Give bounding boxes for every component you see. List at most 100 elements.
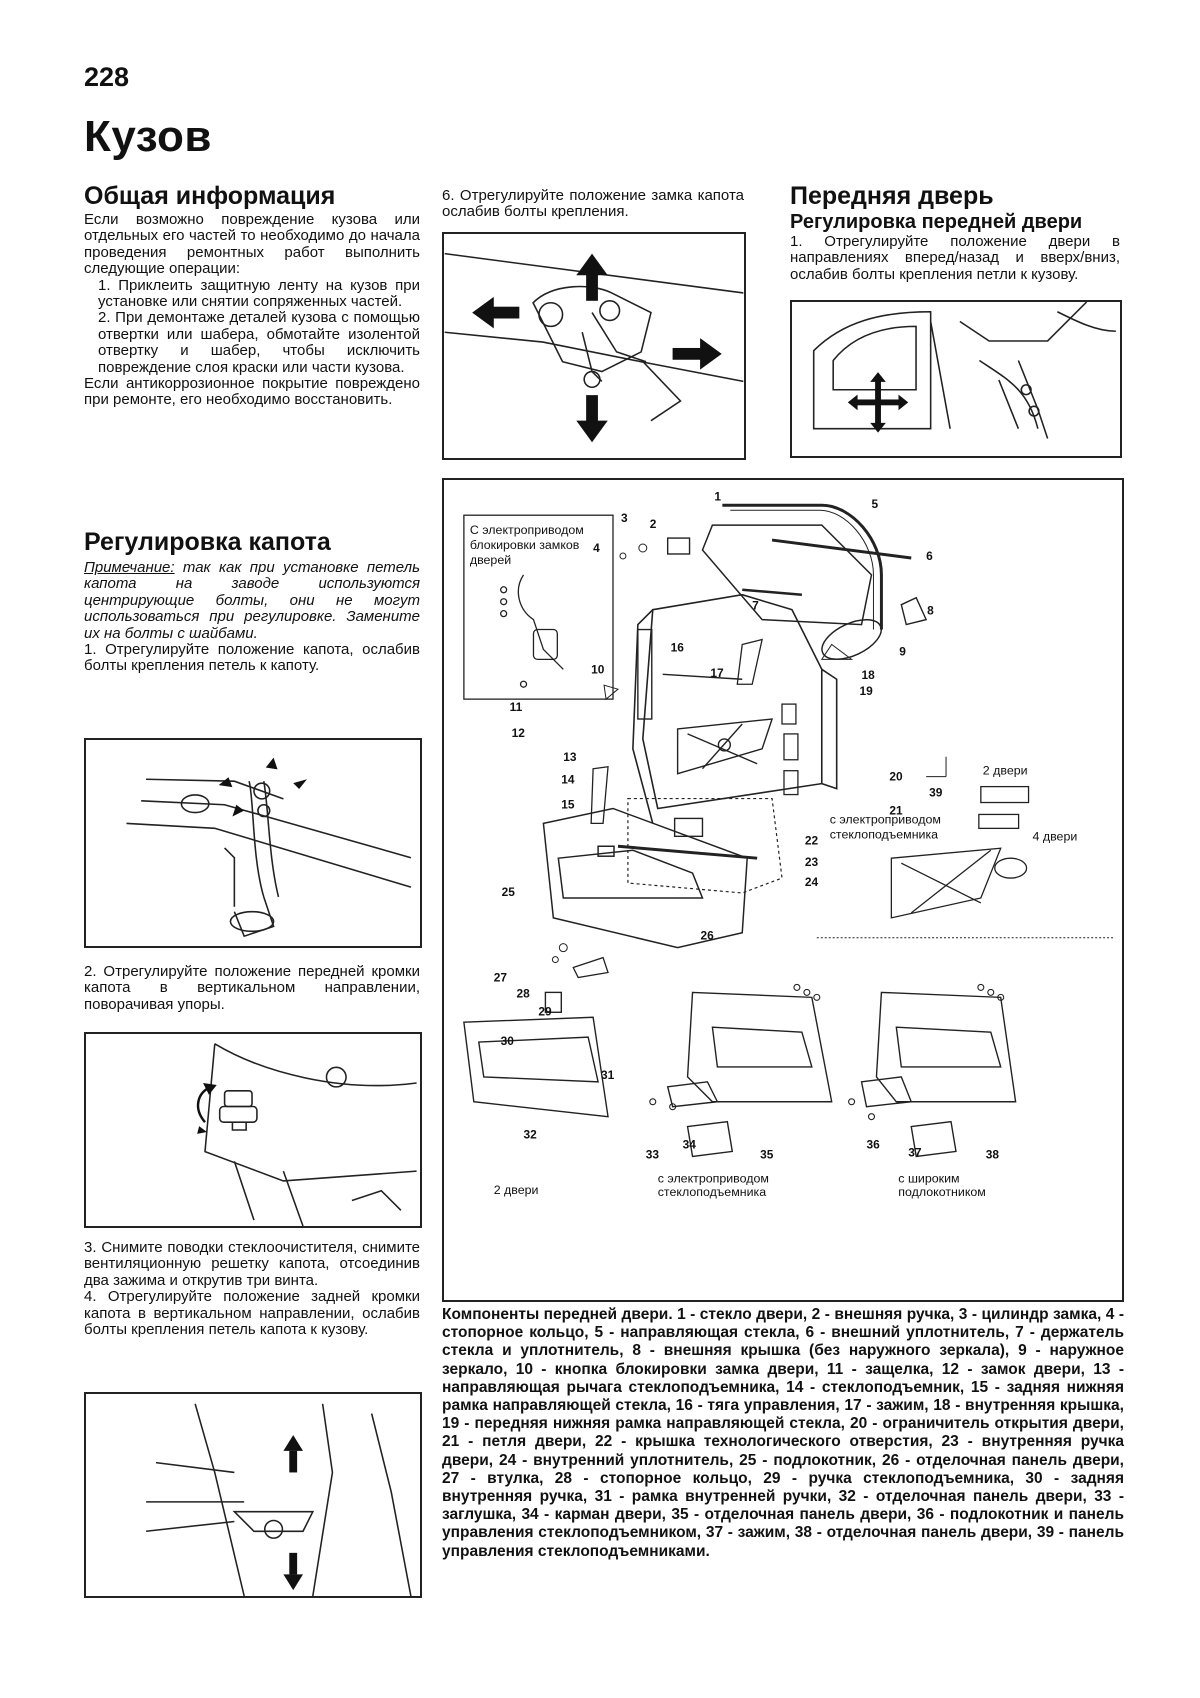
door-heading: Передняя дверь — [790, 182, 994, 210]
hood-heading: Регулировка капота — [84, 528, 331, 556]
two-door-label: 2 двери — [983, 764, 1028, 778]
door-components-figure: С электроприводом блокировки замков двер… — [442, 478, 1124, 1302]
general-intro: Если возможно повреждение кузова или отд… — [84, 211, 420, 278]
hood-hinge-figure — [84, 738, 422, 948]
callout-39: 39 — [929, 786, 943, 800]
service-hole-cover — [627, 797, 783, 894]
callout-18: 18 — [862, 668, 876, 682]
callout-34: 34 — [683, 1137, 697, 1151]
door-step-1: 1. Отрегулируйте положение двери в напра… — [790, 233, 1120, 283]
outer-mirror — [821, 619, 882, 660]
door-lock — [637, 628, 653, 720]
glass-run — [722, 503, 883, 630]
hood-stopper-figure — [84, 1032, 422, 1228]
power-lock-label-1: С электроприводом — [470, 523, 584, 537]
power-lock-label-3: дверей — [470, 553, 511, 567]
door-shell — [632, 593, 838, 824]
diagram-caption: Компоненты передней двери. 1 - стекло дв… — [442, 1306, 1124, 1560]
hood-step-4: 4. Отрегулируйте положение задней кромки… — [84, 1288, 420, 1339]
callout-11: 11 — [510, 700, 523, 714]
callout-15: 15 — [561, 797, 575, 811]
door-glass — [701, 524, 873, 626]
wide-armrest-trim — [875, 991, 1017, 1103]
power-window-bottom-1: с электроприводом — [658, 1171, 769, 1185]
callout-30: 30 — [501, 1034, 515, 1048]
hood-step-2: 2. Отрегулируйте положение передней кром… — [84, 963, 420, 1013]
callout-3: 3 — [621, 511, 628, 525]
note-label: Примечание: — [84, 559, 175, 576]
four-door-label: 4 двери — [1033, 829, 1078, 843]
two-door-trim — [463, 1016, 609, 1118]
wide-armrest-label-1: с широким — [898, 1171, 959, 1185]
hood-hinge-body-drawing — [146, 1403, 412, 1596]
callout-35: 35 — [760, 1147, 774, 1161]
callout-36: 36 — [867, 1137, 881, 1151]
callout-20: 20 — [889, 770, 903, 784]
hood-lock-figure — [442, 232, 746, 460]
outer-handle — [666, 537, 691, 555]
hood-steps-3-4: 3. Снимите поводки стеклоочистителя, сни… — [84, 1239, 420, 1339]
callout-33: 33 — [646, 1147, 660, 1161]
outer-weatherstrip — [771, 538, 912, 560]
power-window-bottom-2: стеклоподъемника — [658, 1185, 766, 1199]
callout-32: 32 — [524, 1128, 538, 1142]
hood-step-6: 6. Отрегулируйте положение замка капота … — [442, 187, 744, 221]
hood-lock-drawing — [444, 252, 744, 443]
hood-hinge-drawing — [126, 757, 412, 938]
callout-4: 4 — [593, 541, 600, 555]
callout-26: 26 — [700, 929, 714, 943]
note-text: так как при установке петель капота на з… — [84, 559, 420, 642]
callout-5: 5 — [871, 497, 878, 511]
hood-step-1: 1. Отрегулируйте положение капота, ослаб… — [84, 641, 420, 675]
door-adjust-figure — [790, 300, 1122, 458]
callout-27: 27 — [494, 970, 508, 984]
callout-12: 12 — [512, 726, 526, 740]
callout-2: 2 — [650, 517, 657, 531]
two-door-bottom-label: 2 двери — [494, 1183, 539, 1197]
general-outro: Если антикоррозионное покрытие поврежден… — [84, 375, 420, 409]
callout-10: 10 — [591, 662, 605, 676]
callout-16: 16 — [671, 640, 685, 654]
wide-armrest-label-2: подлокотником — [898, 1185, 986, 1199]
general-step-1: 1. Приклеить защитную ленту на кузов при… — [98, 276, 420, 311]
general-text: Если возможно повреждение кузова или отд… — [84, 211, 420, 409]
hood-note: Примечание: так как при установке петель… — [84, 559, 420, 642]
callout-38: 38 — [986, 1147, 1000, 1161]
power-lock-label-2: блокировки замков — [470, 538, 580, 552]
general-heading: Общая информация — [84, 182, 336, 210]
callout-17: 17 — [710, 666, 724, 680]
callout-22: 22 — [805, 833, 819, 847]
callout-7: 7 — [752, 599, 759, 613]
callout-1: 1 — [714, 489, 721, 503]
door-adjust-drawing — [812, 302, 1116, 439]
power-regulator — [890, 847, 1028, 919]
callout-29: 29 — [538, 1004, 552, 1018]
callout-21: 21 — [889, 803, 903, 817]
power-lock-inset — [463, 514, 614, 700]
callout-28: 28 — [517, 986, 531, 1000]
callout-37: 37 — [908, 1145, 922, 1159]
window-regulator — [676, 718, 774, 775]
page-number: 228 — [84, 62, 130, 92]
power-window-label-1: с электроприводом — [830, 812, 941, 826]
hood-text: Примечание: так как при установке петель… — [84, 559, 420, 675]
callout-31: 31 — [601, 1068, 615, 1082]
callout-6: 6 — [926, 549, 933, 563]
hood-stopper-drawing — [196, 1043, 417, 1226]
door-exploded-diagram: С электроприводом блокировки замков двер… — [463, 489, 1116, 1199]
general-step-2: 2. При демонтаже деталей кузова с помощь… — [98, 309, 420, 376]
callout-13: 13 — [563, 750, 577, 764]
door-trim-panel — [542, 807, 748, 949]
callout-8: 8 — [927, 604, 934, 618]
callout-9: 9 — [899, 644, 906, 658]
callout-19: 19 — [860, 684, 874, 698]
power-window-label-2: стеклоподъемника — [830, 827, 938, 841]
power-window-trim — [686, 991, 833, 1103]
callout-25: 25 — [502, 885, 516, 899]
hood-hinge-body-figure — [84, 1392, 422, 1598]
callout-23: 23 — [805, 855, 819, 869]
hood-step-3: 3. Снимите поводки стеклоочистителя, сни… — [84, 1239, 420, 1289]
door-subheading: Регулировка передней двери — [790, 211, 1083, 233]
